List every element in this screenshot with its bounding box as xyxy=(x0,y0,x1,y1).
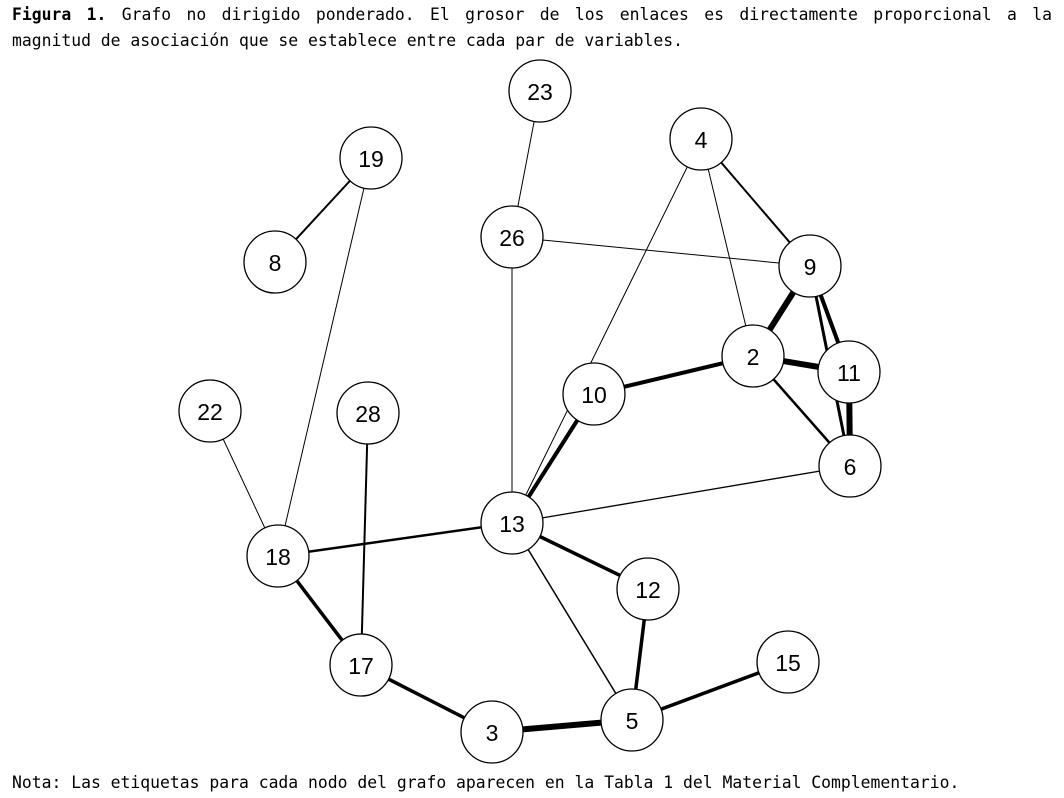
node-label: 10 xyxy=(581,382,607,408)
node-label: 28 xyxy=(355,401,381,427)
node-circle xyxy=(818,434,882,498)
figure-caption-text: Grafo no dirigido ponderado. El grosor d… xyxy=(12,5,1052,50)
edge-6-13 xyxy=(511,465,851,524)
node-22: 22 xyxy=(178,379,242,443)
edge-26-9 xyxy=(511,236,811,267)
node-circle xyxy=(669,107,733,171)
node-23: 23 xyxy=(508,59,572,123)
node-label: 13 xyxy=(499,511,525,537)
node-15: 15 xyxy=(756,630,820,694)
edge-4-13 xyxy=(511,138,702,524)
node-17: 17 xyxy=(329,633,393,697)
edge-13-18 xyxy=(276,521,514,558)
node-circle xyxy=(616,557,680,621)
graph-nodes: 23 19 4 26 8 9 2 11 10 22 28 6 13 18 12 15 17 5 3 xyxy=(178,59,882,764)
node-circle xyxy=(339,126,403,190)
node-label: 11 xyxy=(837,360,861,386)
node-label: 9 xyxy=(804,254,817,280)
edge-13-5 xyxy=(511,522,633,721)
node-label: 4 xyxy=(695,127,708,153)
node-circle xyxy=(480,205,544,269)
node-circle xyxy=(562,362,626,426)
figure-note: Nota: Las etiquetas para cada nodo del g… xyxy=(12,773,960,792)
node-label: 19 xyxy=(358,146,384,172)
node-label: 6 xyxy=(844,454,857,480)
node-circle xyxy=(508,59,572,123)
node-4: 4 xyxy=(669,107,733,171)
edge-28-17 xyxy=(360,412,369,666)
node-circle xyxy=(600,688,664,752)
node-13: 13 xyxy=(480,491,544,555)
node-19: 19 xyxy=(339,126,403,190)
node-label: 2 xyxy=(747,344,760,370)
node-label: 12 xyxy=(635,577,661,603)
node-18: 18 xyxy=(246,524,310,588)
node-label: 18 xyxy=(265,544,291,570)
node-8: 8 xyxy=(243,230,307,294)
node-circle xyxy=(817,340,881,404)
node-label: 22 xyxy=(197,399,223,425)
node-circle xyxy=(178,379,242,443)
node-10: 10 xyxy=(562,362,626,426)
node-circle xyxy=(460,700,524,764)
node-6: 6 xyxy=(818,434,882,498)
node-28: 28 xyxy=(336,381,400,445)
node-label: 26 xyxy=(499,225,525,251)
node-circle xyxy=(243,230,307,294)
node-circle xyxy=(336,381,400,445)
node-9: 9 xyxy=(778,234,842,298)
node-2: 2 xyxy=(721,324,785,388)
node-label: 8 xyxy=(269,250,282,276)
node-circle xyxy=(480,491,544,555)
node-label: 3 xyxy=(486,720,499,746)
node-circle xyxy=(778,234,842,298)
node-circle xyxy=(329,633,393,697)
node-circle xyxy=(756,630,820,694)
node-circle xyxy=(246,524,310,588)
node-11: 11 xyxy=(817,340,881,404)
node-5: 5 xyxy=(600,688,664,752)
node-label: 5 xyxy=(626,708,639,734)
node-3: 3 xyxy=(460,700,524,764)
node-circle xyxy=(721,324,785,388)
graph-edges xyxy=(209,90,853,735)
node-26: 26 xyxy=(480,205,544,269)
node-label: 23 xyxy=(527,79,553,105)
edge-4-2 xyxy=(700,138,754,357)
edge-19-18 xyxy=(277,157,372,557)
figure-caption: Figura 1. Grafo no dirigido ponderado. E… xyxy=(12,2,1052,54)
node-label: 15 xyxy=(775,650,801,676)
node-label: 17 xyxy=(348,653,374,679)
node-12: 12 xyxy=(616,557,680,621)
figure-label: Figura 1. xyxy=(12,5,107,24)
